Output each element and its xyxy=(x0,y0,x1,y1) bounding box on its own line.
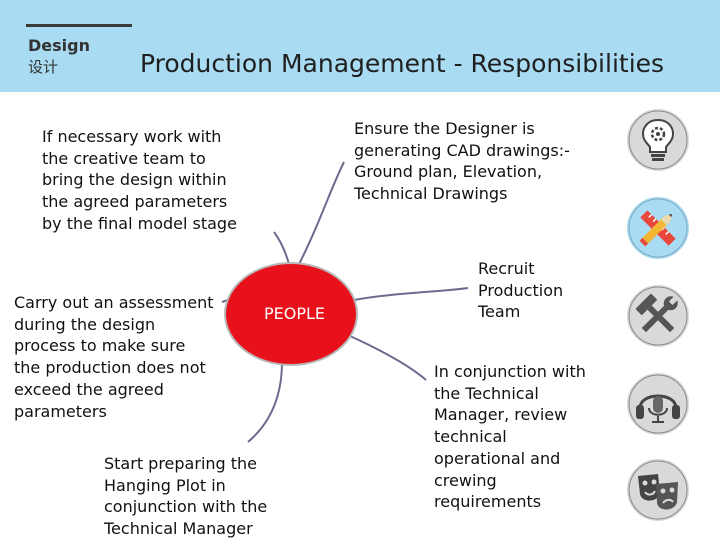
header-banner xyxy=(0,0,720,92)
connector-technical-manager xyxy=(349,335,427,381)
note-creative-team: If necessary work with the creative team… xyxy=(42,127,237,233)
note-cad-drawings: Ensure the Designer is generating CAD dr… xyxy=(354,119,570,204)
people-hub-label: PEOPLE xyxy=(264,304,326,323)
logo-word: Design xyxy=(28,36,90,55)
logo-chinese: 设计 xyxy=(28,58,59,76)
lightbulb-gear-icon xyxy=(625,107,691,173)
note-recruit: Recruit Production Team xyxy=(478,259,564,322)
connector-recruit xyxy=(353,287,469,301)
note-assessment: Carry out an assessment during the desig… xyxy=(14,293,214,421)
connector-hanging-plot xyxy=(247,361,283,443)
theatre-masks-icon xyxy=(625,457,691,523)
connector-cad-drawings xyxy=(295,161,345,271)
page-title: Production Management - Responsibilities xyxy=(140,49,665,78)
people-hub xyxy=(224,262,358,366)
pencil-ruler-icon xyxy=(625,195,691,261)
logo-bar xyxy=(26,24,132,27)
wrench-hammer-icon xyxy=(625,283,691,349)
note-hanging-plot: Start preparing the Hanging Plot in conj… xyxy=(104,454,268,539)
note-technical-manager: In conjunction with the Technical Manage… xyxy=(434,362,586,512)
microphone-headphones-icon xyxy=(625,371,691,437)
